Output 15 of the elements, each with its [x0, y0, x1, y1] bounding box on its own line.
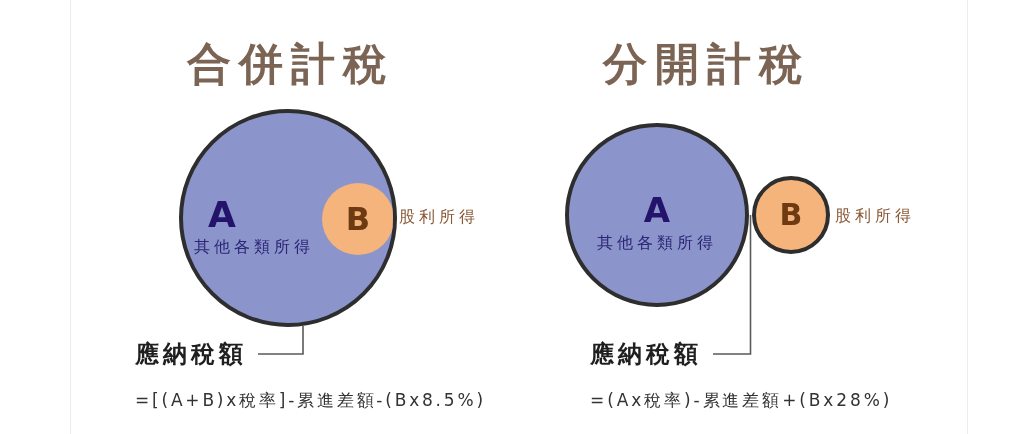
beside-label: 股利所得 [399, 209, 479, 225]
circle-letter: B [779, 200, 803, 230]
amount-label: 應納稅額 [135, 342, 247, 366]
circle-letter: A [208, 197, 236, 233]
formula-text: =(Ax稅率)-累進差額+(Bx28%) [590, 392, 893, 409]
amount-label: 應納稅額 [590, 342, 702, 366]
formula-text: =[(A+B)x稅率]-累進差額-(Bx8.5%) [135, 392, 486, 409]
beside-label: 股利所得 [835, 208, 915, 224]
circle-caption: 其他各類所得 [194, 239, 314, 255]
leader-line [257, 325, 304, 355]
circle-caption: 其他各類所得 [597, 235, 717, 251]
circle-letter: B [345, 203, 371, 235]
section-title: 分開計稅 [601, 42, 812, 86]
section-title: 合併計稅 [185, 42, 396, 86]
circle-letter: A [643, 193, 671, 227]
